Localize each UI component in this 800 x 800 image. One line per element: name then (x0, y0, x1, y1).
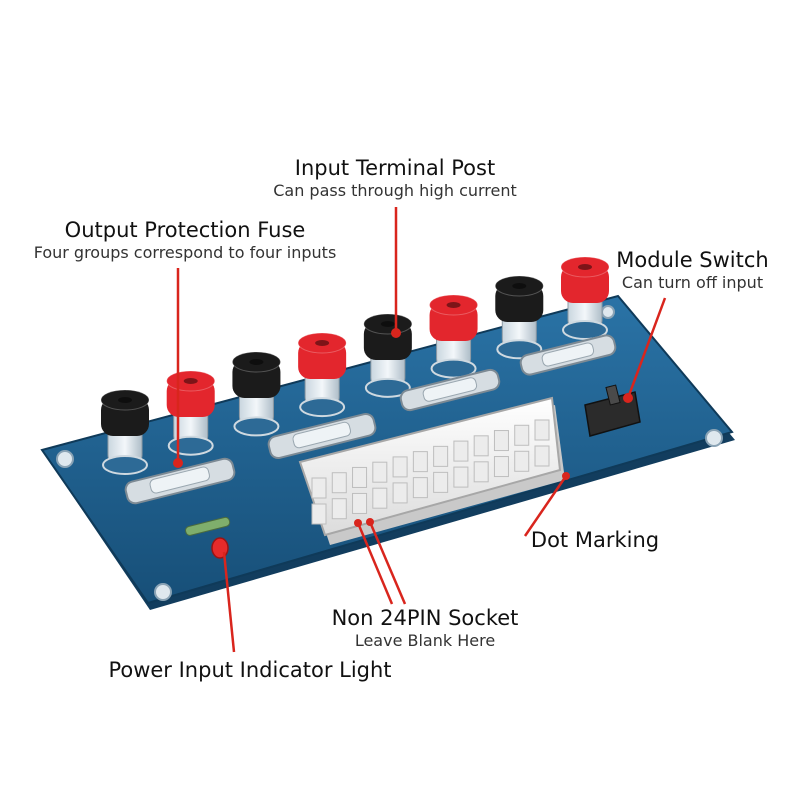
fuse (399, 368, 501, 412)
socket-pin (311, 477, 327, 499)
socket-pin (493, 456, 509, 478)
terminal-post-red (560, 256, 610, 340)
label-dot-marking: Dot Marking (515, 527, 675, 553)
label-title: Output Protection Fuse (64, 218, 306, 242)
label-non-24pin-socket: Non 24PIN Socket Leave Blank Here (320, 605, 530, 651)
mount-hole (705, 429, 723, 447)
socket-pin (412, 451, 428, 473)
callout-line-socket-a (356, 522, 394, 605)
terminal-post-red (166, 370, 216, 456)
socket-pin (331, 498, 347, 520)
terminal-post-red (297, 332, 347, 418)
label-subtitle: Can pass through high current (273, 181, 517, 200)
socket-pin (473, 461, 489, 483)
callout-dot (391, 328, 401, 338)
label-subtitle: Leave Blank Here (354, 631, 496, 650)
callout-dot (173, 458, 183, 468)
callout-line-dot (523, 475, 568, 537)
mount-hole (56, 450, 74, 468)
socket-pin (473, 435, 489, 457)
fuse (124, 457, 236, 505)
callout-lines (176, 207, 667, 653)
socket-pin (392, 482, 408, 504)
socket-pin (493, 430, 509, 452)
socket-pin (453, 466, 469, 488)
label-subtitle: Can turn off input (621, 273, 764, 292)
socket-pin (352, 492, 368, 514)
module-switch (584, 384, 641, 437)
socket-pin (311, 503, 327, 525)
socket-pin (433, 445, 449, 467)
terminal-post-black (231, 351, 281, 437)
callout-dot (623, 393, 633, 403)
mount-hole (154, 583, 172, 601)
fuse (519, 334, 617, 376)
resistor (185, 516, 231, 536)
callout-dots (173, 328, 633, 527)
socket-pin (412, 477, 428, 499)
label-power-input-indicator-light: Power Input Indicator Light (95, 657, 405, 683)
terminal-post-black (100, 389, 150, 475)
mount-hole (601, 305, 615, 319)
label-title: Dot Marking (530, 528, 660, 552)
label-module-switch: Module Switch Can turn off input (595, 247, 790, 293)
socket-pin (433, 471, 449, 493)
atx-socket (298, 396, 565, 545)
socket-pin (534, 445, 550, 467)
socket-pin (514, 424, 530, 446)
callout-line-socket-b (368, 521, 407, 605)
label-title: Non 24PIN Socket (331, 606, 519, 630)
socket-pin (514, 450, 530, 472)
socket-pin-grid (311, 419, 550, 525)
terminal-post-black (363, 313, 413, 398)
socket-pin (392, 456, 408, 478)
callout-dot (366, 518, 374, 526)
fuse-group (124, 334, 617, 505)
label-input-terminal-post: Input Terminal Post Can pass through hig… (245, 155, 545, 201)
label-title: Power Input Indicator Light (108, 658, 392, 682)
label-output-protection-fuse: Output Protection Fuse Four groups corre… (10, 217, 360, 263)
socket-pin (352, 466, 368, 488)
label-title: Input Terminal Post (294, 156, 496, 180)
terminal-post-row (100, 256, 610, 475)
callout-line-switch (626, 297, 667, 399)
socket-pin (453, 440, 469, 462)
callout-dot (562, 472, 570, 480)
fuse (267, 412, 377, 460)
terminal-post-black (494, 275, 544, 360)
socket-pin (372, 461, 388, 483)
callout-line-led (222, 551, 236, 653)
terminal-post-red (429, 294, 479, 379)
socket-pin (331, 472, 347, 494)
label-title: Module Switch (616, 248, 769, 272)
callout-dot (354, 519, 362, 527)
socket-pin (372, 487, 388, 509)
label-subtitle: Four groups correspond to four inputs (33, 243, 337, 262)
socket-pin (534, 419, 550, 441)
